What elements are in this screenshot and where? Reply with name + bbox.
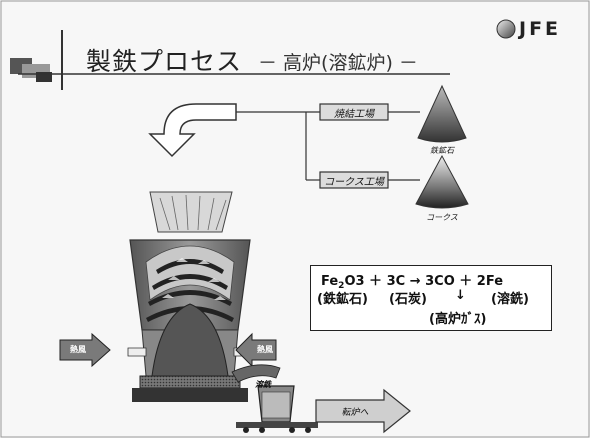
pig-iron-flow: [231, 364, 281, 383]
to-converter-arrow: [315, 388, 411, 434]
header-decoration: [10, 30, 450, 90]
connector-lines: [236, 111, 420, 181]
equation-blast-gas: (高炉ｶﾞｽ): [429, 312, 487, 327]
equation-fe: Fe: [321, 274, 339, 289]
page-title: 製鉄プロセス: [86, 47, 243, 76]
coke-label: コークス: [426, 213, 458, 222]
coke-plant-box: [319, 171, 389, 189]
iron-ore-label: 鉄鉱石: [430, 146, 454, 155]
sinter-plant-label: 焼結工場: [334, 109, 374, 120]
hot-blast-left-arrow: [59, 332, 111, 368]
equation-pig-iron: (溶銑): [491, 292, 529, 307]
pig-iron-label: 溶銑: [255, 380, 271, 389]
hot-blast-left-label: 熱風: [70, 345, 86, 354]
coke-plant-label: コークス工場: [324, 177, 384, 188]
iron-ore-cone: [417, 84, 467, 143]
page-subtitle: － 高炉(溶鉱炉) －: [258, 52, 418, 74]
logo-icon: [496, 19, 516, 39]
sinter-plant-box: [319, 103, 389, 121]
blast-furnace: [127, 191, 253, 402]
hot-blast-right-label: 熱風: [257, 345, 273, 354]
equation-iron-ore: (鉄鉱石): [317, 292, 368, 307]
to-converter-label: 転炉へ: [341, 408, 369, 418]
equation-subscript: 2: [338, 281, 345, 291]
reaction-equation-box: Fe2O3 ＋ 3C → 3CO ＋ 2Fe (鉄鉱石) (石炭) ↓ (溶銑)…: [310, 265, 552, 331]
coke-cone: [415, 154, 469, 209]
ladle: [236, 385, 318, 433]
equation-rest: O3 ＋ 3C → 3CO ＋ 2Fe: [344, 274, 504, 289]
hot-blast-right-arrow: [235, 332, 277, 368]
feed-arrow: [148, 103, 237, 158]
logo-text: JFE: [519, 18, 562, 40]
equation-coal: (石炭): [389, 292, 427, 307]
equation-down-arrow: ↓: [455, 288, 466, 303]
equation-line-1: Fe2O3 ＋ 3C → 3CO ＋ 2Fe: [321, 270, 503, 291]
